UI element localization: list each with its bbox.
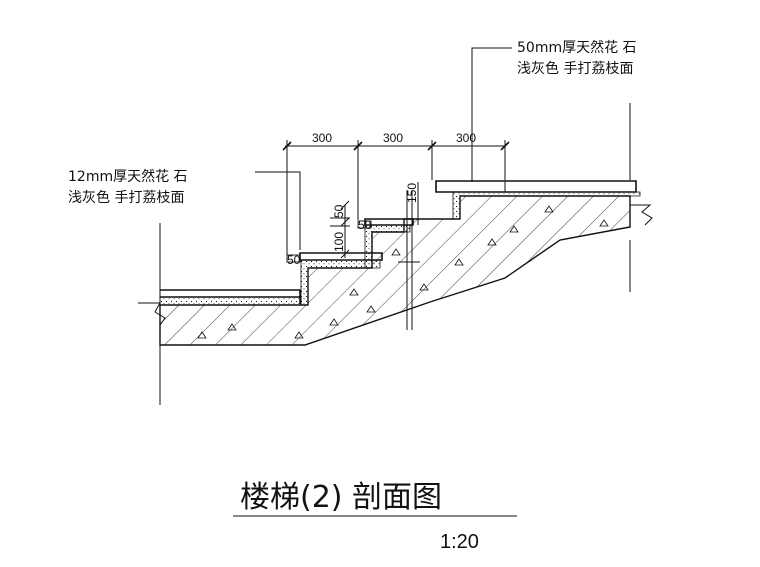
nosing-mark-2: 50 bbox=[358, 218, 372, 232]
tread-width-2: 300 bbox=[383, 131, 403, 145]
drawing-title: 楼梯(2) 剖面图 bbox=[240, 480, 442, 515]
stone-finish bbox=[160, 180, 637, 304]
riser-height-50: 50 bbox=[332, 204, 346, 218]
note-top-right-line-2: 浅灰色 手打荔枝面 bbox=[517, 60, 633, 77]
nosing-strip bbox=[286, 254, 301, 263]
drawing-scale: 1:20 bbox=[440, 531, 479, 553]
riser-height-100: 100 bbox=[332, 232, 346, 252]
tread-width-1: 300 bbox=[312, 131, 332, 145]
nosing-mark-1: 50 bbox=[287, 253, 301, 267]
tread-width-3: 300 bbox=[456, 131, 476, 145]
nosing-strip bbox=[357, 220, 372, 229]
dimension-lines bbox=[282, 140, 510, 259]
note-top-right-line-1: 50mm厚天然花 石 bbox=[517, 39, 637, 56]
break-lines bbox=[138, 103, 653, 326]
note-left-line-2: 浅灰色 手打荔枝面 bbox=[68, 189, 184, 206]
riser-height-150: 150 bbox=[405, 183, 419, 203]
aggregate-marks bbox=[197, 205, 609, 339]
leader-lines bbox=[159, 47, 517, 517]
note-left-line-1: 12mm厚天然花 石 bbox=[68, 168, 188, 185]
vertical-post bbox=[398, 190, 420, 330]
